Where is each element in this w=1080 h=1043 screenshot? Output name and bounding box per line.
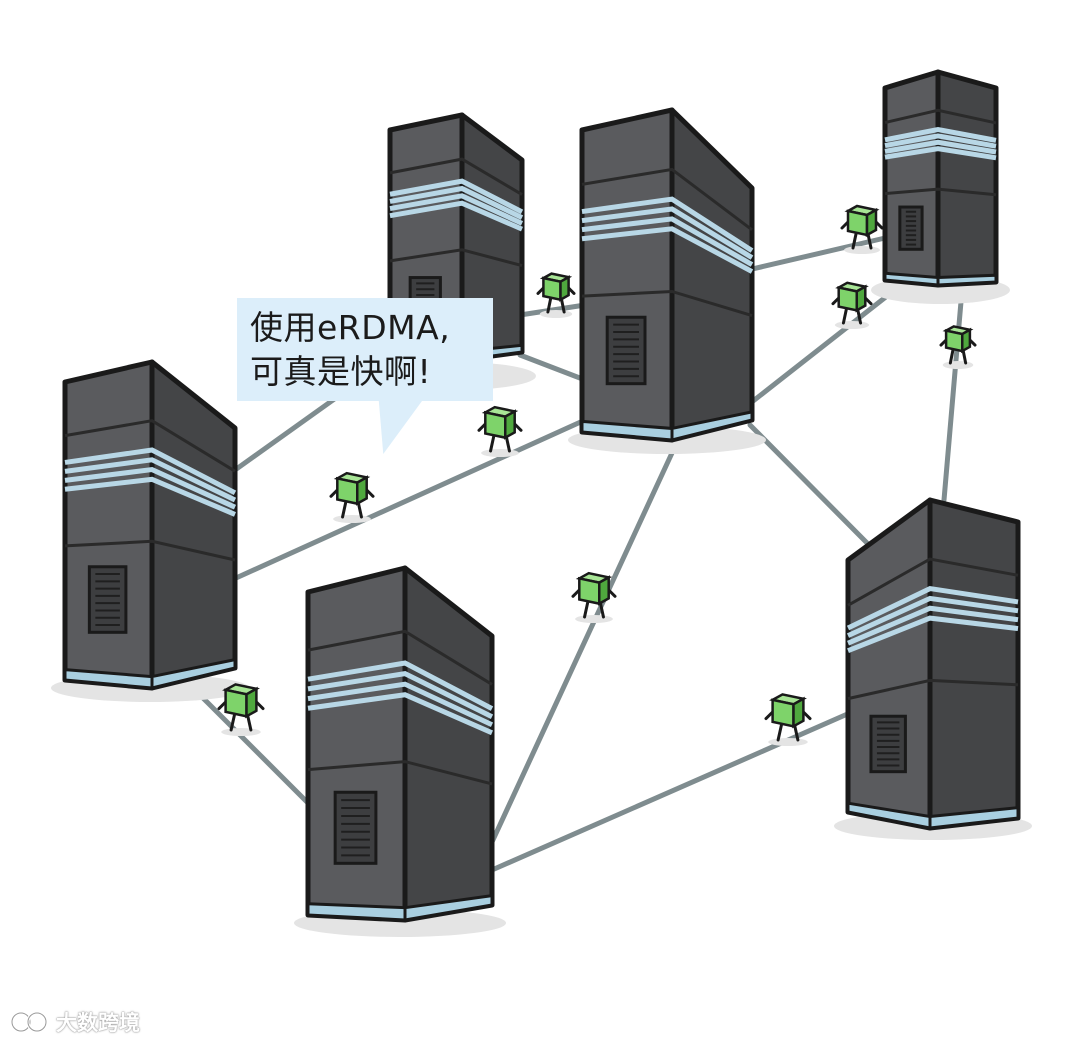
server-front-panel	[579, 107, 675, 443]
server-bottom-center	[294, 565, 506, 937]
server-vent	[869, 714, 907, 774]
network-link	[941, 287, 965, 503]
speech-line-2: 可真是快啊!	[250, 352, 432, 391]
speech-bubble: 使用eRDMA, 可真是快啊!	[237, 298, 493, 401]
server-stripe	[307, 681, 494, 728]
network-link	[233, 417, 588, 581]
network-link	[517, 302, 588, 318]
server-stripe	[884, 146, 997, 161]
server-front-panel	[845, 497, 933, 831]
server-stripe	[581, 216, 754, 267]
server-base	[403, 893, 494, 922]
server-stripe	[307, 660, 494, 711]
server-vent	[898, 205, 924, 251]
server-divider	[389, 248, 523, 268]
server-stripe	[389, 178, 524, 215]
data-packets	[217, 204, 977, 746]
server-stripe	[64, 457, 237, 503]
server-bottom-right	[834, 497, 1032, 840]
server-stripe	[884, 139, 997, 155]
server-left	[51, 359, 249, 702]
network-link	[232, 392, 343, 473]
network-link	[187, 682, 313, 808]
server-base	[928, 805, 1020, 830]
server-stripe	[581, 206, 754, 260]
data-packet	[939, 325, 977, 369]
watermark: 大数跨境	[10, 1008, 140, 1036]
server-divider	[64, 539, 236, 562]
network-link	[747, 422, 875, 551]
server-top-right	[871, 69, 1010, 304]
server-vent	[605, 315, 647, 386]
wechat-channel-logo-icon	[10, 1011, 48, 1033]
server-front-panel	[62, 359, 155, 691]
server-side-panel	[402, 565, 495, 923]
server-side-panel	[927, 497, 1021, 831]
server-divider	[307, 760, 493, 786]
server-stripe	[307, 692, 494, 736]
network-link	[489, 437, 681, 845]
network-link	[745, 275, 913, 408]
server-top-center	[568, 107, 766, 454]
server-front-panel	[882, 69, 941, 288]
server-divider	[307, 629, 493, 686]
server-stripe	[846, 595, 1019, 638]
data-packet	[477, 405, 523, 457]
server-side-panel	[669, 107, 755, 443]
server-stripe	[64, 447, 237, 496]
server-stripe	[847, 615, 1019, 654]
server-side-panel	[935, 69, 999, 288]
server-stripe	[884, 133, 997, 149]
server-stripe	[389, 200, 523, 232]
server-vent	[87, 565, 128, 634]
server-stripe	[389, 185, 524, 220]
server-divider	[581, 289, 753, 318]
data-packet	[764, 693, 812, 746]
data-packet	[840, 204, 884, 254]
server-base	[936, 273, 998, 287]
server-divider	[389, 157, 523, 196]
server-stripe	[307, 671, 494, 719]
network-link	[745, 235, 888, 273]
servers	[51, 69, 1032, 937]
server-side-panel	[149, 359, 238, 691]
network-link	[517, 352, 588, 383]
server-stripe	[389, 193, 524, 226]
server-stripe	[884, 126, 997, 143]
data-packet	[831, 281, 873, 329]
server-vent	[333, 790, 378, 865]
server-divider	[64, 419, 236, 473]
data-packet	[329, 471, 375, 523]
data-packet	[217, 683, 265, 736]
server-divider	[884, 187, 997, 197]
watermark-text: 大数跨境	[56, 1011, 140, 1035]
data-packet	[536, 272, 576, 318]
server-base	[670, 410, 754, 442]
server-divider	[847, 557, 1019, 607]
server-front-panel	[305, 565, 408, 923]
server-divider	[884, 108, 997, 125]
server-base	[150, 657, 237, 690]
server-stripe	[847, 605, 1019, 646]
speech-line-1: 使用eRDMA,	[250, 308, 451, 347]
data-packet	[571, 571, 617, 623]
server-divider	[847, 678, 1019, 701]
server-stripe	[581, 196, 754, 253]
server-stripe	[64, 467, 237, 510]
server-divider	[581, 167, 753, 231]
server-stripe	[581, 226, 754, 274]
server-stripe	[846, 585, 1019, 631]
server-stripe	[64, 476, 236, 517]
